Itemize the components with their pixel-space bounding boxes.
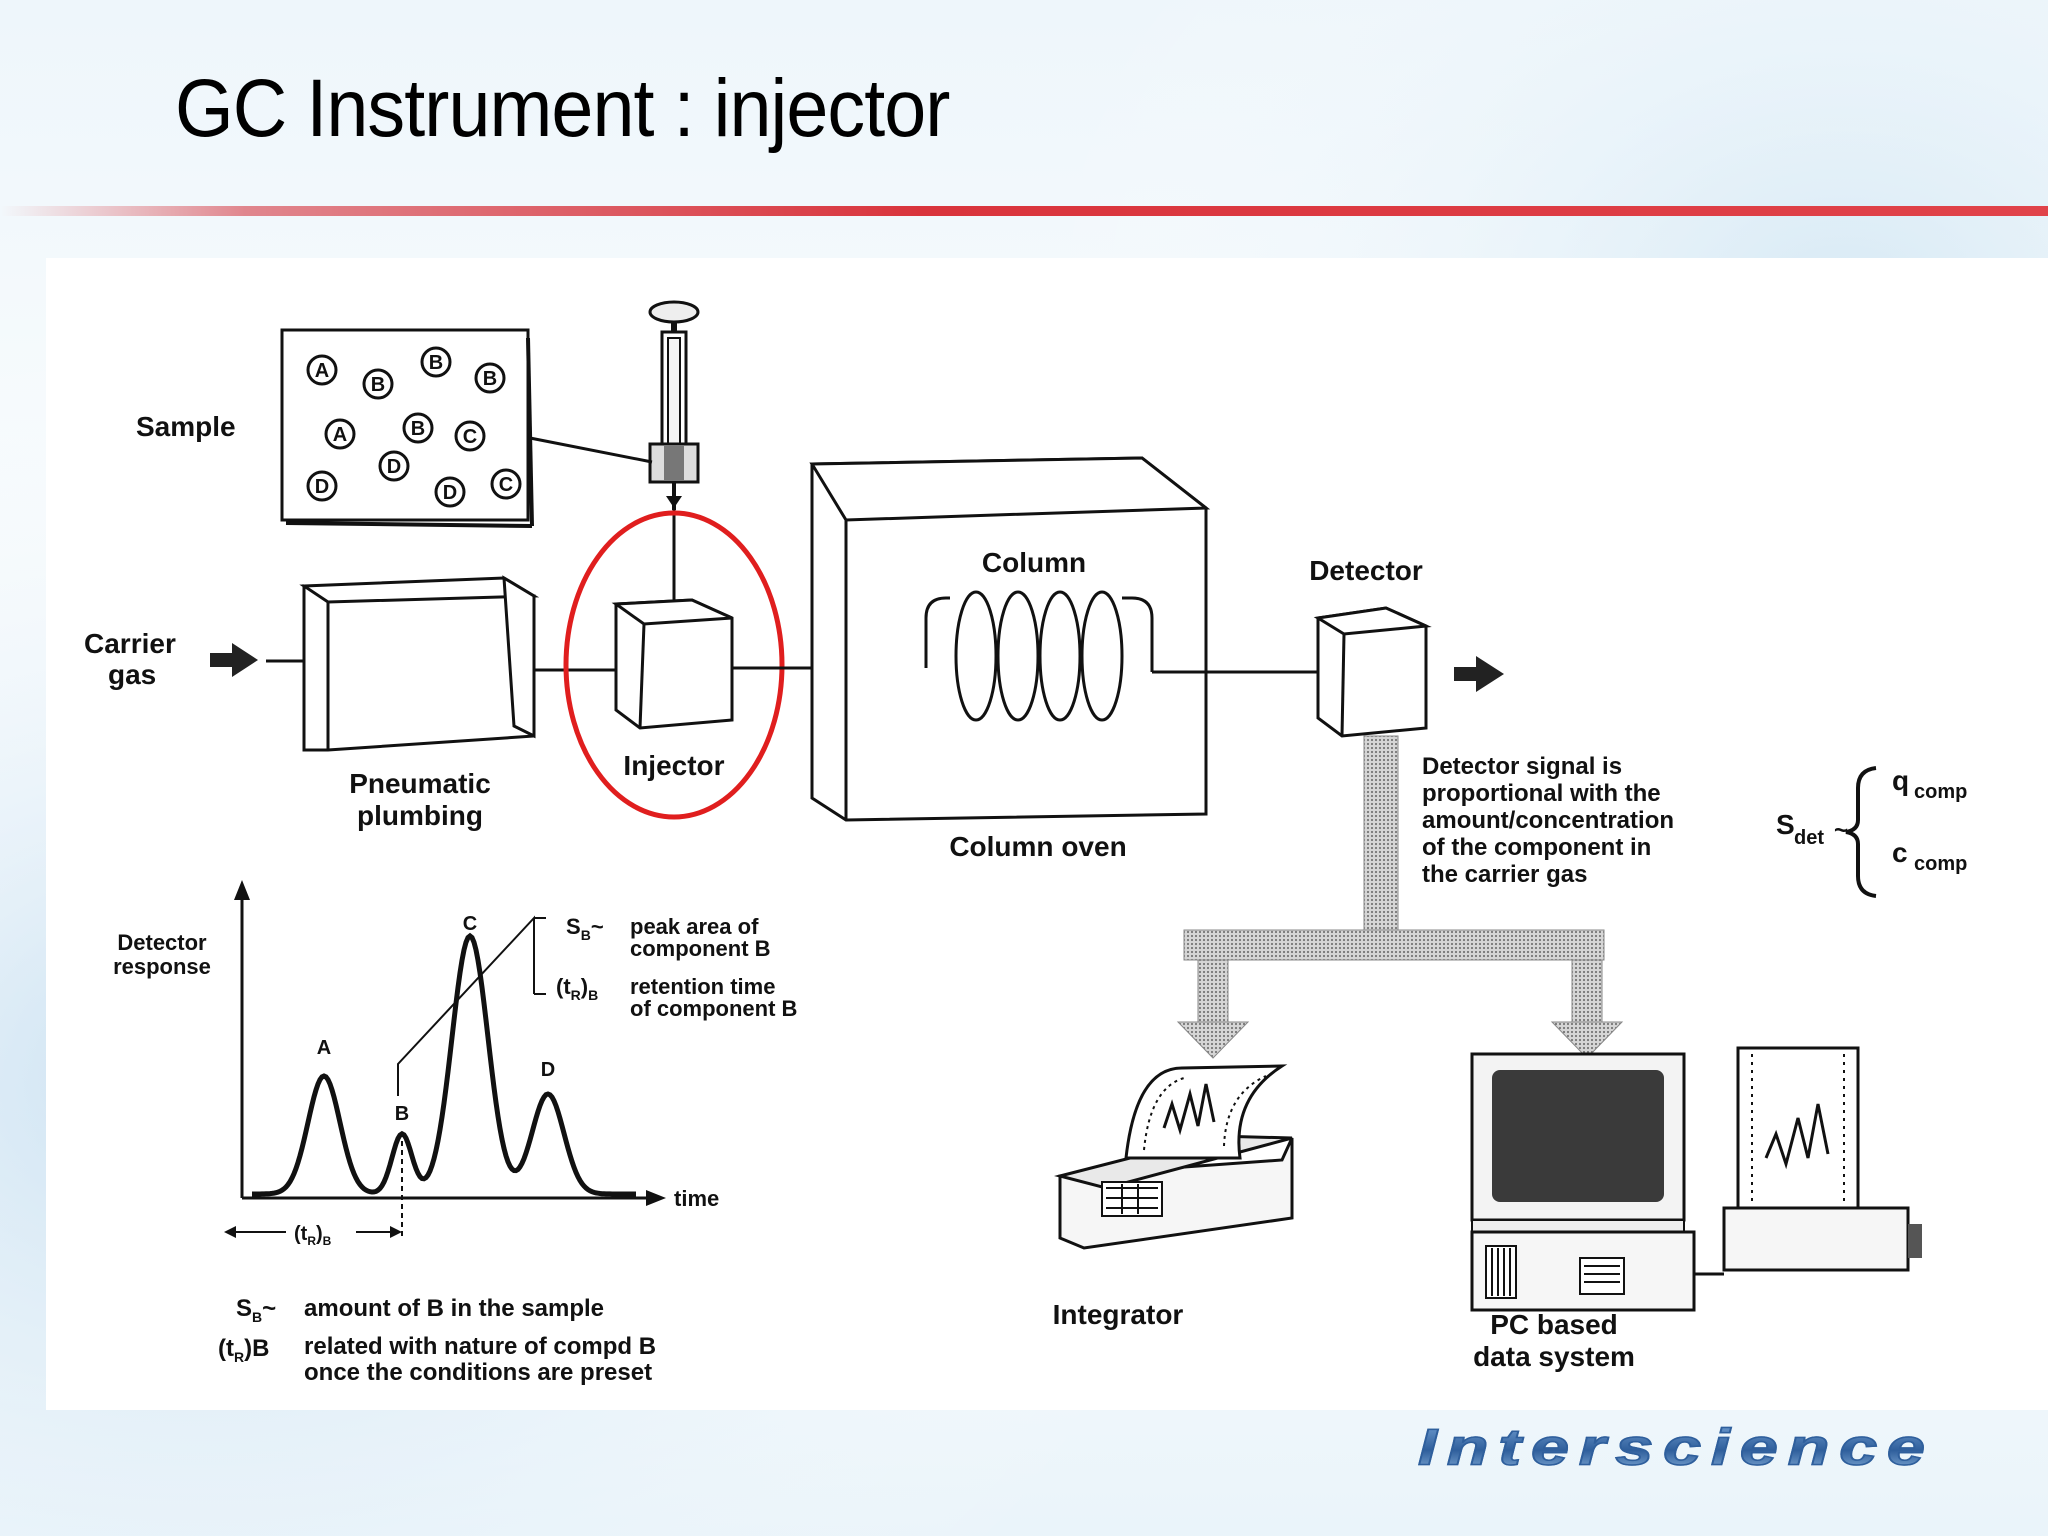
chromatogram-xlabel: time <box>674 1186 719 1211</box>
sdet-tilde: ~ <box>1834 817 1848 844</box>
note2-symbol: (tR)B <box>218 1335 269 1365</box>
c-symbol: c <box>1892 837 1908 868</box>
molecule-label: D <box>387 456 401 478</box>
molecule-circle <box>362 368 394 400</box>
note-1: amount of B in the sample <box>304 1295 604 1322</box>
molecule-circle <box>490 468 522 500</box>
slide-title: GC Instrument : injector <box>175 63 950 154</box>
sample-label: Sample <box>136 411 236 442</box>
pneumatic-box <box>299 575 540 752</box>
injector-highlight-circle <box>563 510 785 820</box>
sample-molecules: A B B B A B C D D D C <box>306 346 522 508</box>
signal-line-5: the carrier gas <box>1422 861 1587 888</box>
gc-diagram: Sample A B B B A B C D D D C Carrier gas Pneumatic… <box>84 300 1967 1386</box>
pc-case-icon <box>1470 1230 1696 1312</box>
sb-line-1: peak area of <box>630 914 759 939</box>
title-divider <box>0 206 2048 216</box>
tr-axis-label: (tR)B <box>294 1223 332 1248</box>
signal-line-1: Detector signal is <box>1422 753 1622 780</box>
chromatogram-ylabel-1: Detector <box>117 930 207 955</box>
injector-label: Injector <box>623 750 724 781</box>
peak-label-d: D <box>541 1059 555 1081</box>
injector-box <box>611 598 734 730</box>
carrier-gas-label-2: gas <box>108 659 156 690</box>
signal-line-3: amount/concentration <box>1422 807 1674 834</box>
molecule-circle <box>306 354 338 386</box>
molecule-circle <box>402 412 434 444</box>
q-symbol: q <box>1892 765 1909 796</box>
detector-label: Detector <box>1309 555 1423 586</box>
carrier-arrow-icon <box>210 643 258 677</box>
q-subscript: comp <box>1914 781 1967 803</box>
molecule-circle <box>306 470 338 502</box>
integrator-label: Integrator <box>1053 1299 1184 1330</box>
interscience-logo: Interscience <box>1417 1418 1935 1477</box>
column-oven-label: Column oven <box>949 831 1126 862</box>
sdet-symbol: S <box>1776 809 1795 840</box>
sb-line-2: component B <box>630 936 771 961</box>
molecule-label: B <box>411 418 425 440</box>
column-oven-box <box>809 456 1211 822</box>
outlet-arrow-icon <box>1454 656 1504 692</box>
signal-line-4: of the component in <box>1422 834 1651 861</box>
molecule-label: B <box>483 368 497 390</box>
detector-signal-text: Detector signal is proportional with the… <box>1422 753 1674 888</box>
molecule-label: B <box>371 374 385 396</box>
molecule-label: A <box>333 424 347 446</box>
molecule-circle <box>420 346 452 378</box>
syringe-icon <box>648 300 700 510</box>
carrier-gas-label-1: Carrier <box>84 628 176 659</box>
molecule-label: C <box>463 426 477 448</box>
chromatogram: Detector response time A B C D SB~ peak … <box>113 880 797 1386</box>
peak-label-c: C <box>463 913 477 935</box>
diagram-panel: Sample A B B B A B C D D D C Carrier gas Pneumatic… <box>46 258 2048 1410</box>
tr-line-2: of component B <box>630 996 797 1021</box>
molecule-label: C <box>499 474 513 496</box>
chromatogram-ylabel-2: response <box>113 954 211 979</box>
x-axis-arrowhead <box>646 1190 666 1206</box>
column-label: Column <box>982 547 1086 578</box>
peak-label-b: B <box>395 1103 409 1125</box>
y-axis-arrowhead <box>234 880 250 900</box>
molecule-circle <box>324 418 356 450</box>
pc-printer-icon <box>1722 1046 1922 1272</box>
c-subscript: comp <box>1914 853 1967 875</box>
peak-b-leader-line <box>397 915 535 1096</box>
integrator-icon <box>1054 1064 1294 1250</box>
sdet-subscript: det <box>1794 827 1824 849</box>
molecule-label: A <box>315 360 329 382</box>
molecule-circle <box>434 476 466 508</box>
signal-line-2: proportional with the <box>1422 780 1661 807</box>
formula-brace <box>1845 766 1877 898</box>
molecule-label: D <box>315 476 329 498</box>
pc-label-1: PC based <box>1490 1309 1618 1340</box>
tr-line-1: retention time <box>630 974 775 999</box>
pneumatic-label-1: Pneumatic <box>349 768 491 799</box>
pc-label-2: data system <box>1473 1341 1635 1372</box>
molecule-circle <box>454 420 486 452</box>
sample-to-syringe-line <box>529 436 653 464</box>
pc-monitor-icon <box>1470 1052 1686 1233</box>
note1-symbol: SB~ <box>236 1295 276 1325</box>
pneumatic-label-2: plumbing <box>357 800 483 831</box>
detector-box <box>1313 606 1432 738</box>
molecule-circle <box>378 450 410 482</box>
tr-symbol: (tR)B <box>556 974 598 1003</box>
molecule-label: D <box>443 482 457 504</box>
peak-label-a: A <box>317 1037 331 1059</box>
sb-symbol: SB~ <box>566 914 604 943</box>
chromatogram-trace <box>252 932 636 1197</box>
signal-distribution-arrows <box>1176 735 1624 1059</box>
note-2b: once the conditions are preset <box>304 1359 652 1386</box>
sdet-formula: S det ~ q comp c comp <box>1776 765 1967 898</box>
molecule-circle <box>474 362 506 394</box>
column-coil-icon <box>924 590 1154 722</box>
molecule-label: B <box>429 352 443 374</box>
note-2a: related with nature of compd B <box>304 1333 656 1360</box>
